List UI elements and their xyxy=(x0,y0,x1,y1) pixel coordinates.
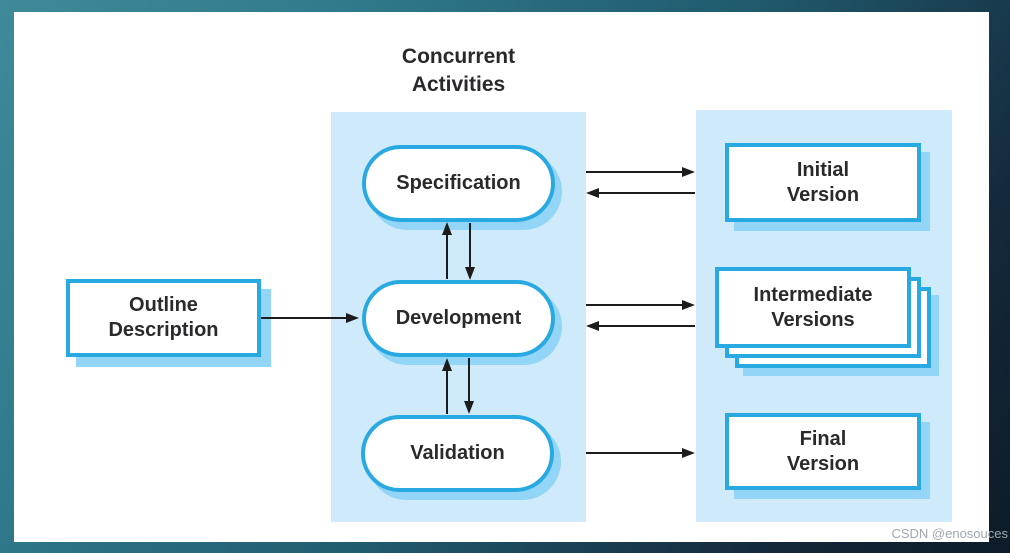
node-specification-label: Specification xyxy=(396,172,521,194)
initial-version-box: Initial Version xyxy=(725,143,921,222)
intermediate-versions-label: Intermediate Versions xyxy=(753,283,873,331)
node-development: Development xyxy=(362,280,555,357)
outline-description-label: Outline Description xyxy=(108,294,219,341)
node-validation-label: Validation xyxy=(410,442,505,464)
arrow-development-to-intermediate xyxy=(586,300,695,310)
diagram-page: Concurrent Activities Specification Deve… xyxy=(14,12,989,542)
arrow-validation-to-development xyxy=(442,358,452,414)
arrow-intermediate-to-development xyxy=(586,321,695,331)
arrow-initial-to-specification xyxy=(586,188,695,198)
arrow-outline-to-development xyxy=(261,313,359,323)
diagram-title: Concurrent Activities xyxy=(401,45,516,96)
outline-description-box: Outline Description xyxy=(66,279,261,357)
watermark: CSDN @enosouces xyxy=(891,526,1008,541)
final-version-box: Final Version xyxy=(725,413,921,490)
node-specification: Specification xyxy=(362,145,555,222)
arrow-specification-to-development xyxy=(465,223,475,280)
final-version-label: Final Version xyxy=(786,427,860,475)
initial-version-label: Initial Version xyxy=(786,158,860,206)
intermediate-versions-box: Intermediate Versions xyxy=(715,267,911,348)
arrow-specification-to-initial xyxy=(586,167,695,177)
node-development-label: Development xyxy=(395,307,522,329)
arrow-development-to-specification xyxy=(442,222,452,279)
node-validation: Validation xyxy=(361,415,554,492)
arrow-development-to-validation xyxy=(464,358,474,414)
arrow-validation-to-final xyxy=(586,448,695,458)
